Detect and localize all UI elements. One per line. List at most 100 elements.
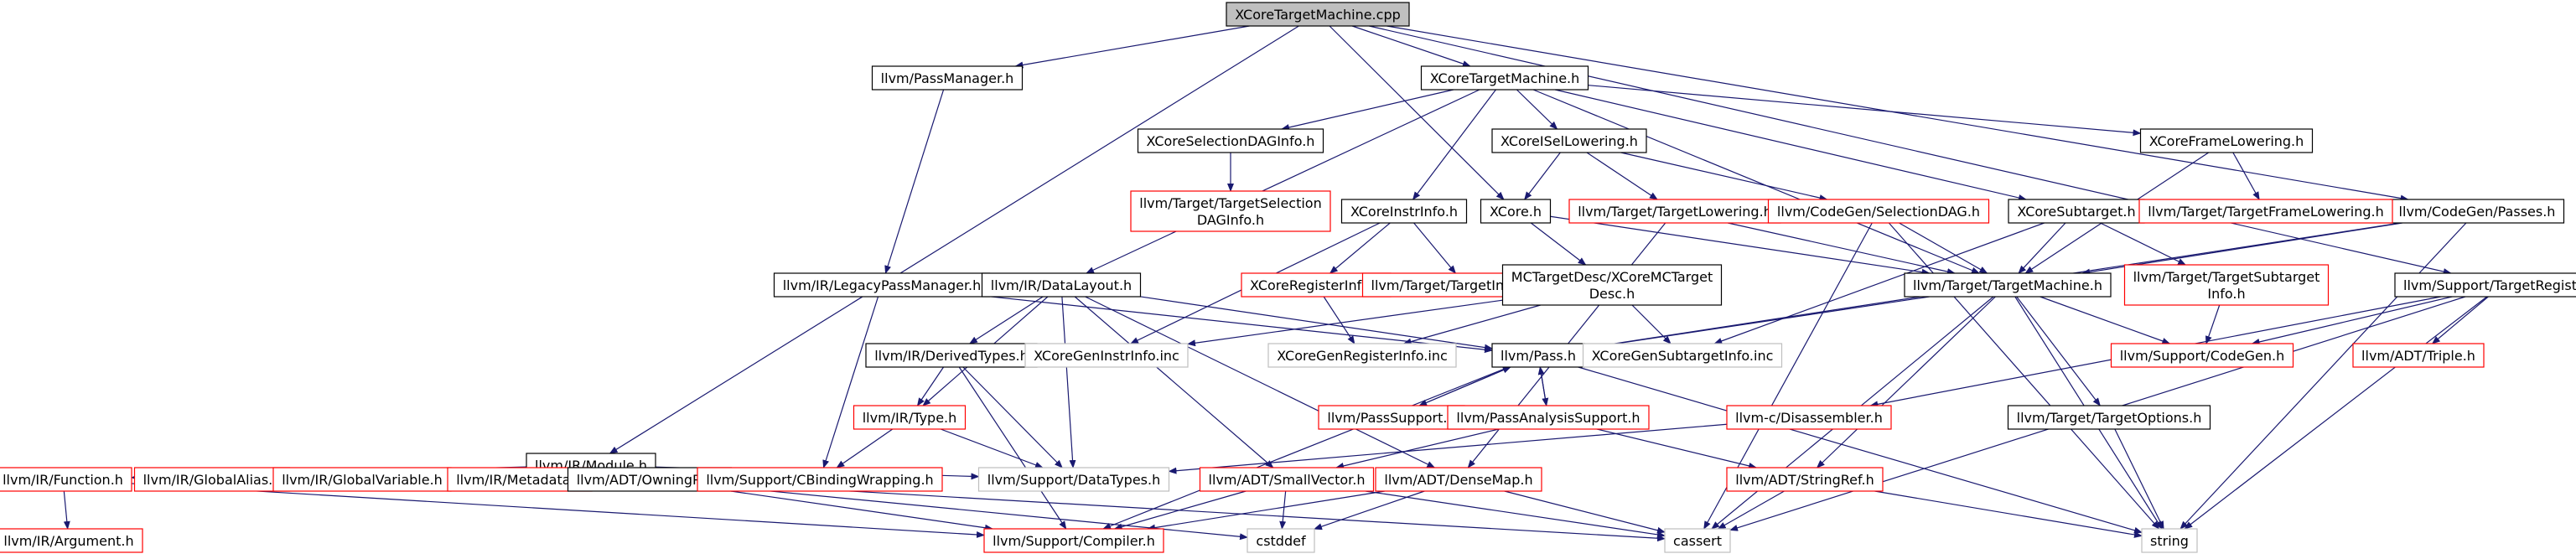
node-label: XCoreTargetMachine.cpp [1235, 7, 1401, 23]
edge-passmanager-to-legacypm [884, 89, 945, 274]
node-root[interactable]: XCoreTargetMachine.cpp [1226, 2, 1410, 27]
edges-layer [63, 25, 2489, 542]
node-passanalysis[interactable]: llvm/PassAnalysisSupport.h [1447, 405, 1650, 430]
edge-isellowering-to-xcore-h [1524, 152, 1561, 200]
node-datalayout[interactable]: llvm/IR/DataLayout.h [981, 272, 1142, 298]
edge-passanalysis-to-stringref [1596, 428, 1758, 469]
node-label: llvm/IR/GlobalAlias.h [143, 472, 282, 488]
node-label: llvm/PassAnalysisSupport.h [1456, 410, 1640, 426]
edge-subtarget-to-targetmachine [2018, 222, 2066, 274]
edge-root-to-cg-passes [1386, 25, 2409, 202]
node-ir-globalvariable[interactable]: llvm/IR/GlobalVariable.h [272, 467, 452, 492]
node-box [2008, 199, 2145, 224]
node-label: XCoreISelLowering.h [1501, 133, 1638, 149]
node-gensubtarget: XCoreGenSubtargetInfo.inc [1582, 343, 1783, 368]
edge-targetmachine-to-stringref [1816, 296, 1996, 468]
node-box [2352, 343, 2485, 368]
edge-smallvector-to-cassert [1365, 490, 1666, 538]
edge-instrinfo-to-tgt-instrinfo [1413, 222, 1457, 274]
node-box [1582, 343, 1783, 368]
node-label: llvm/IR/Argument.h [3, 533, 133, 549]
node-label: llvm/PassManager.h [881, 70, 1014, 86]
node-tgt-lowering[interactable]: llvm/Target/TargetLowering.h [1568, 199, 1781, 224]
node-compiler[interactable]: llvm/Support/Compiler.h [983, 528, 1164, 553]
node-label: llvm/Target/TargetOptions.h [2017, 410, 2202, 426]
edge-ir-type-to-datatypes [940, 428, 1044, 468]
node-ir-globalalias[interactable]: llvm/IR/GlobalAlias.h [133, 467, 291, 492]
node-box [977, 467, 1170, 492]
node-smallvector[interactable]: llvm/ADT/SmallVector.h [1199, 467, 1375, 492]
edge-ir-function-to-ir-argument [63, 490, 70, 530]
node-adt-triple[interactable]: llvm/ADT/Triple.h [2352, 343, 2485, 368]
node-tgt-framelowering[interactable]: llvm/Target/TargetFrameLowering.h [2138, 199, 2393, 224]
edge-disassembler-to-datatypes [1168, 423, 1728, 474]
node-label: XCore.h [1490, 204, 1542, 220]
node-label: llvm/Pass.h [1501, 348, 1576, 364]
node-framelowering[interactable]: XCoreFrameLowering.h [2139, 128, 2314, 153]
node-label: llvm/Support/CodeGen.h [2120, 348, 2285, 364]
edge-mctarget-to-geninstr [1187, 299, 1503, 347]
node-label: llvm/Support/Compiler.h [993, 533, 1155, 549]
node-support-codegen[interactable]: llvm/Support/CodeGen.h [2110, 343, 2294, 368]
node-label: XCoreRegisterInfo.h [1250, 277, 1382, 293]
node-stringref[interactable]: llvm/ADT/StringRef.h [1726, 467, 1884, 492]
edge-xcore-h-to-mctarget [1530, 222, 1587, 266]
edge-isellowering-to-cg-seldag [1620, 152, 1828, 201]
node-ir-type[interactable]: llvm/IR/Type.h [853, 405, 967, 430]
node-xctm-h[interactable]: XCoreTargetMachine.h [1420, 65, 1589, 91]
node-disassembler[interactable]: llvm-c/Disassembler.h [1726, 405, 1892, 430]
node-ir-function[interactable]: llvm/IR/Function.h [0, 467, 132, 492]
edge-targetregistry-to-support-codegen [2251, 296, 2453, 345]
node-label: XCoreTargetMachine.h [1430, 70, 1580, 86]
node-label: llvm/Target/TargetMachine.h [1913, 277, 2102, 293]
node-xcore-h[interactable]: XCore.h [1480, 199, 1552, 224]
node-label: llvm/Support/TargetRegistry.h [2403, 277, 2576, 293]
node-label: llvm-c/Disassembler.h [1735, 410, 1883, 426]
node-legacypm[interactable]: llvm/IR/LegacyPassManager.h [773, 272, 991, 298]
node-label: XCoreGenSubtargetInfo.inc [1592, 348, 1774, 364]
node-pass-h[interactable]: llvm/Pass.h [1491, 343, 1585, 368]
node-box [865, 343, 1038, 368]
node-box [2394, 272, 2576, 298]
node-label: cstddef [1256, 533, 1306, 549]
node-cbindingwrapping[interactable]: llvm/Support/CBindingWrapping.h [697, 467, 943, 492]
node-label: llvm/IR/Metadata.h [456, 472, 583, 488]
edge-isellowering-to-tgt-lowering [1586, 152, 1658, 200]
node-cg-passes[interactable]: llvm/CodeGen/Passes.h [2389, 199, 2565, 224]
node-seldaginfo[interactable]: XCoreSelectionDAGInfo.h [1137, 128, 1324, 153]
edge-smallvector-to-compiler [1113, 490, 1247, 531]
node-densemap[interactable]: llvm/ADT/DenseMap.h [1375, 467, 1542, 492]
node-targetmachine[interactable]: llvm/Target/TargetMachine.h [1904, 272, 2112, 298]
node-ir-argument[interactable]: llvm/IR/Argument.h [0, 528, 143, 553]
node-isellowering[interactable]: XCoreISelLowering.h [1491, 128, 1647, 153]
node-passsupport[interactable]: llvm/PassSupport.h [1318, 405, 1465, 430]
node-instrinfo[interactable]: XCoreInstrInfo.h [1340, 199, 1468, 224]
node-subtarget[interactable]: XCoreSubtarget.h [2008, 199, 2145, 224]
node-label: DAGInfo.h [1197, 212, 1264, 228]
node-cg-seldag[interactable]: llvm/CodeGen/SelectionDAG.h [1767, 199, 1990, 224]
node-label: Info.h [2207, 286, 2245, 302]
node-box [1340, 199, 1468, 224]
node-box [1420, 65, 1589, 91]
edge-framelowering-to-tgt-framelowering [2232, 152, 2260, 200]
edge-derivedtypes-to-ir-type [916, 366, 945, 406]
node-label: llvm/ADT/SmallVector.h [1209, 472, 1366, 488]
node-box [1024, 343, 1189, 368]
node-label: llvm/IR/DataLayout.h [991, 277, 1132, 293]
node-string: string [2141, 528, 2198, 553]
edge-legacypm-to-cbindingwrapping [822, 296, 879, 468]
node-box [1491, 343, 1585, 368]
edge-targetmachine-to-targetoptions [2016, 296, 2101, 406]
edge-datalayout-to-derivedtypes [968, 296, 1044, 344]
node-label: llvm/Support/CBindingWrapping.h [706, 472, 933, 488]
node-targetoptions[interactable]: llvm/Target/TargetOptions.h [2007, 405, 2211, 430]
node-derivedtypes[interactable]: llvm/IR/DerivedTypes.h [865, 343, 1038, 368]
edge-datalayout-to-densemap [1085, 296, 1436, 468]
node-targetregistry[interactable]: llvm/Support/TargetRegistry.h [2394, 272, 2576, 298]
node-box [871, 65, 1024, 91]
node-passmanager[interactable]: llvm/PassManager.h [871, 65, 1024, 91]
